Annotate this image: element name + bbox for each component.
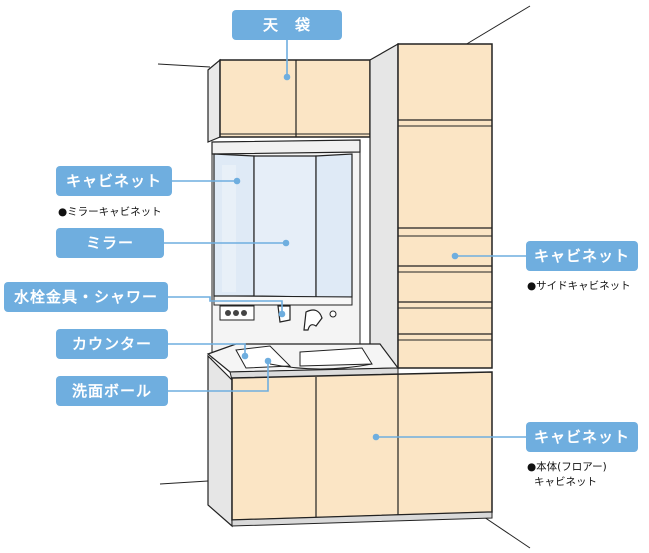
- label-mirror: ミラー: [56, 228, 164, 258]
- label-faucet-shower: 水栓金具・シャワー: [4, 282, 168, 312]
- label-cabinet-mirror: キャビネット: [56, 166, 172, 196]
- leader-lines: [164, 40, 526, 441]
- faucet-panel: [219, 305, 337, 331]
- note-side-cabinet: ●サイドキャビネット: [527, 280, 631, 292]
- label-tenbukuro: 天 袋: [232, 10, 342, 40]
- note-mirror-cabinet: ●ミラーキャビネット: [58, 206, 162, 218]
- note-floor-cabinet-line1: ●本体(フロアー): [527, 461, 607, 473]
- label-cabinet-floor: キャビネット: [526, 422, 638, 452]
- note-floor-cabinet-line2: キャビネット: [534, 476, 597, 488]
- label-counter: カウンター: [56, 329, 168, 359]
- label-cabinet-side: キャビネット: [526, 241, 638, 271]
- label-bowl: 洗面ボール: [56, 376, 168, 406]
- side-cabinet: [369, 42, 493, 369]
- floor-cabinet: [207, 354, 493, 528]
- room-lines: [157, 5, 531, 549]
- upper-cabinet: [207, 58, 371, 143]
- mirror-cabinet: [211, 139, 361, 306]
